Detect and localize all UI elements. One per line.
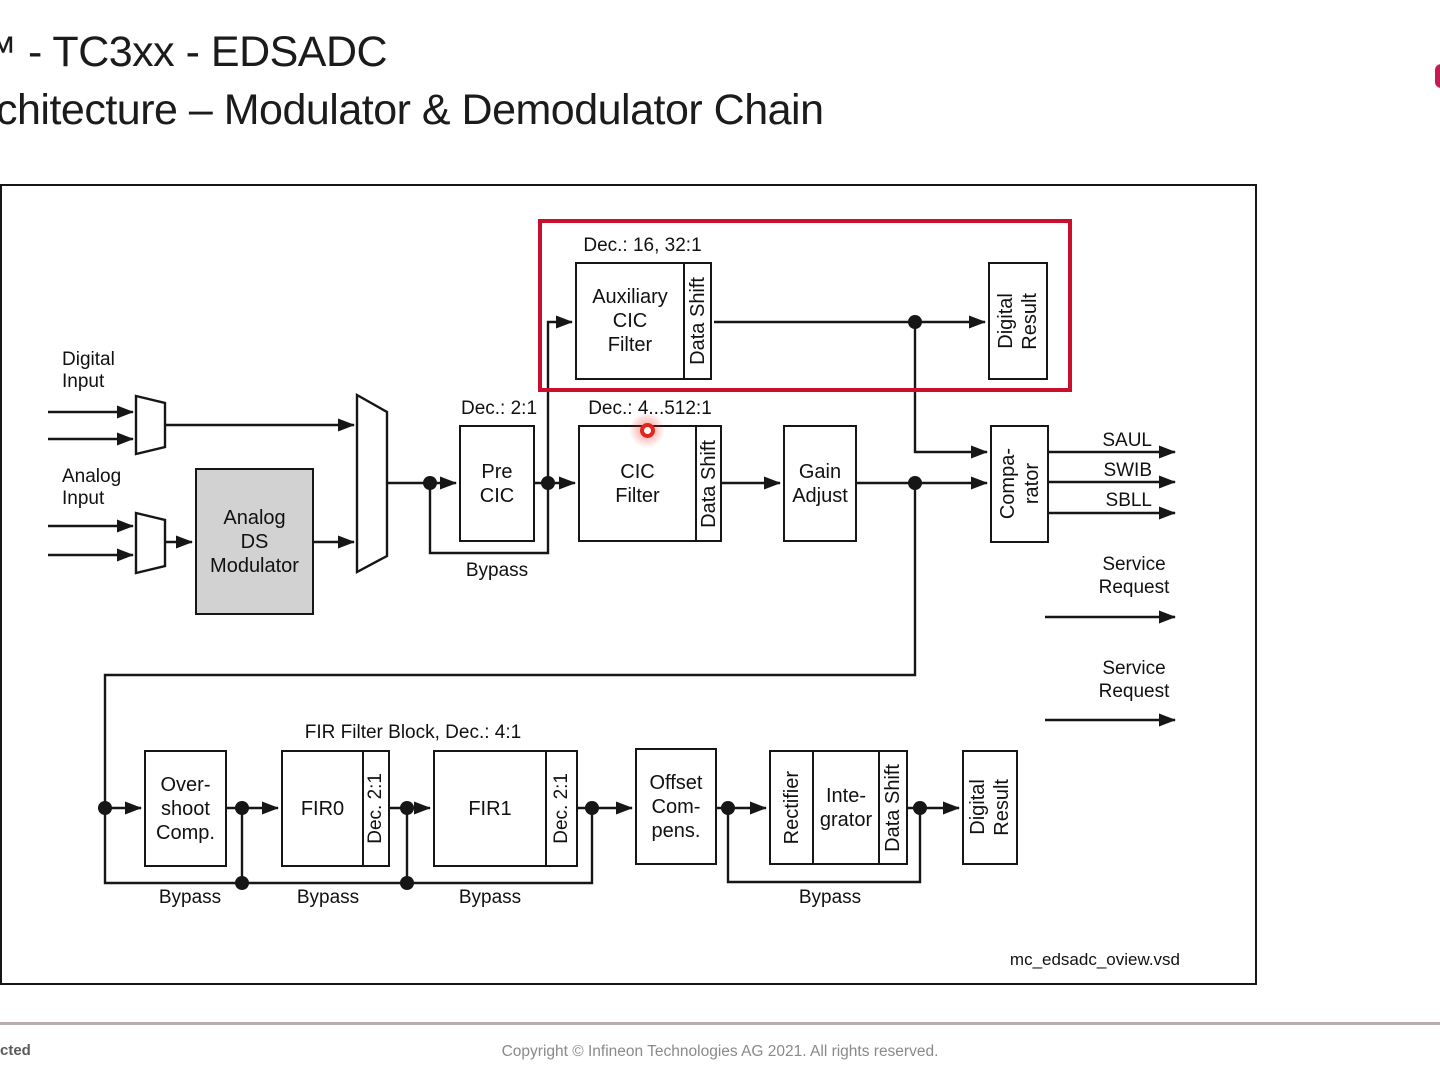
overshoot-comp-block: Over- shoot Comp. (144, 750, 227, 867)
fir1-dec-label: Dec. 2:1 (550, 773, 572, 844)
fir0-block: FIR0 Dec. 2:1 (281, 750, 390, 867)
highlight-rectangle (538, 219, 1072, 392)
diagram-frame (0, 184, 1257, 985)
offset-compensation-block: Offset Com- pens. (635, 748, 717, 865)
comparator-label: Compa- rator (996, 448, 1043, 520)
cic-filter-label: CIC Filter (615, 460, 660, 507)
pre-cic-block: Pre CIC (459, 425, 535, 542)
digital-input-label: Digital Input (62, 349, 115, 392)
rectifier-integrator-block: Rectifier Inte- grator Data Shift (769, 750, 908, 865)
sbll-output-label: SBLL (1105, 490, 1152, 511)
fir0-label: FIR0 (300, 797, 345, 820)
fir-filter-block-label: FIR Filter Block, Dec.: 4:1 (304, 722, 522, 743)
fir1-dec-cell: Dec. 2:1 (545, 752, 576, 865)
bypass-label-fir1: Bypass (458, 887, 522, 908)
page-title-line1: ™ - TC3xx - EDSADC (0, 28, 388, 76)
integrator-data-shift-label: Data Shift (882, 763, 904, 852)
dec-aux-label: Dec.: 16, 32:1 (583, 235, 702, 256)
saul-output-label: SAUL (1102, 430, 1152, 451)
dec-pre-cic-label: Dec.: 2:1 (460, 398, 538, 419)
rectifier-cell: Rectifier (771, 752, 812, 863)
bypass-label-fir0: Bypass (296, 887, 360, 908)
analog-ds-modulator-block: Analog DS Modulator (195, 468, 314, 615)
gain-adjust-block: Gain Adjust (783, 425, 857, 542)
footer-copyright: Copyright © Infineon Technologies AG 202… (501, 1043, 939, 1060)
cic-data-shift-cell: Data Shift (695, 427, 720, 540)
service-request-label-2: Service Request (1098, 658, 1170, 702)
fir1-label: FIR1 (468, 797, 512, 820)
rectifier-label: Rectifier (780, 770, 803, 845)
bypass-label-overshoot: Bypass (158, 887, 222, 908)
footer-classification-fragment: cted (0, 1042, 31, 1059)
fir1-block: FIR1 Dec. 2:1 (433, 750, 578, 867)
diagram-filename-label: mc_edsadc_oview.vsd (1009, 950, 1180, 969)
digital-result-top-block: Digital Result (988, 262, 1048, 380)
click-indicator (629, 412, 665, 448)
swib-output-label: SWIB (1103, 460, 1152, 481)
digital-result-bottom-block: Digital Result (962, 750, 1018, 865)
bypass-label-pre-cic: Bypass (465, 560, 529, 581)
click-indicator-ring (639, 422, 655, 438)
aux-data-shift-cell: Data Shift (683, 264, 710, 378)
page-title-line2: chitecture – Modulator & Demodulator Cha… (0, 86, 824, 134)
auxiliary-cic-block: Auxiliary CIC Filter Data Shift (575, 262, 712, 380)
integrator-data-shift-cell: Data Shift (878, 752, 906, 863)
fir0-dec-label: Dec. 2:1 (365, 773, 386, 844)
analog-input-label: Analog Input (62, 466, 122, 509)
dec-cic-label: Dec.: 4...512:1 (588, 398, 712, 419)
auxiliary-cic-label: Auxiliary CIC Filter (592, 286, 668, 356)
integrator-label: Inte- grator (812, 752, 878, 863)
infineon-logo-fragment-icon (1435, 64, 1440, 88)
comparator-block: Compa- rator (990, 425, 1049, 543)
footer-divider (0, 1022, 1440, 1025)
service-request-label-1: Service Request (1098, 554, 1170, 598)
digital-result-bottom-label: Digital Result (967, 779, 1013, 836)
fir0-dec-cell: Dec. 2:1 (362, 752, 388, 865)
cic-data-shift-label: Data Shift (697, 439, 720, 528)
bypass-label-rectifier: Bypass (798, 887, 862, 908)
